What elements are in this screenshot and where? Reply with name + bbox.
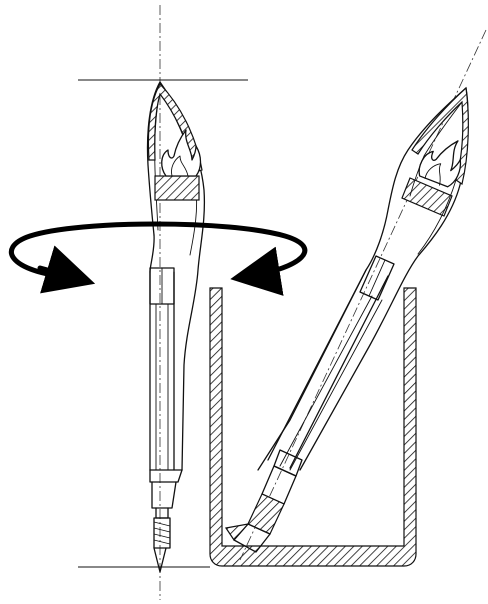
- upright-pen-point: [153, 547, 167, 573]
- flame-icon: [418, 140, 462, 188]
- tilted-clip-divider: [368, 259, 386, 297]
- flame-icon: [161, 129, 202, 177]
- upright-neck: [155, 507, 169, 519]
- tilted-barrel-right: [289, 275, 389, 469]
- tilted-cap-inner-left: [409, 101, 463, 197]
- tilted-refill-right: [289, 299, 383, 471]
- cup-hatched-wall: [209, 287, 417, 567]
- pen-holder-cup: [209, 287, 417, 567]
- upright-thread-body: [153, 517, 171, 549]
- tilted-cap-insert: [401, 177, 453, 217]
- tilted-pen-outline: [257, 87, 469, 471]
- tilted-refill-left: [279, 295, 373, 467]
- tilted-cap-inner-right: [417, 179, 457, 255]
- rotation-arrow: [8, 221, 308, 296]
- tilted-clip-box: [359, 255, 395, 301]
- upright-thread-lines: [153, 521, 171, 545]
- rotation-arc-right: [8, 221, 308, 296]
- tilted-barrel-left: [267, 269, 367, 461]
- upright-grip: [151, 481, 177, 509]
- tilted-tip-point: [224, 523, 250, 541]
- tilted-pen: [224, 29, 487, 561]
- upright-collar: [149, 469, 183, 483]
- rotation-arc-left-head: [37, 245, 96, 294]
- upright-pen-body-left-upper: [149, 234, 155, 273]
- upright-pen: [146, 81, 206, 573]
- upright-cap-insert: [154, 175, 200, 201]
- tilted-thread-body: [247, 493, 285, 535]
